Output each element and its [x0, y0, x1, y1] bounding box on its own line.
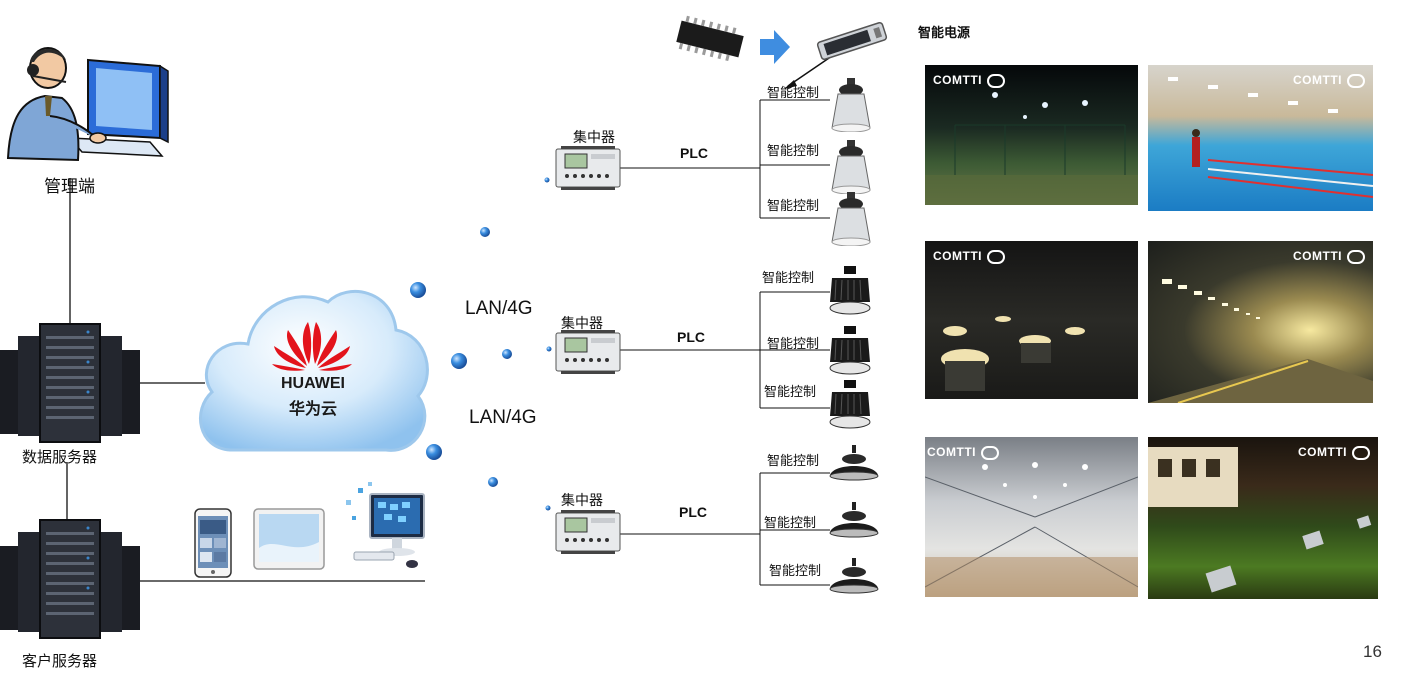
power-arrow-head	[784, 80, 797, 89]
page-number: 16	[1363, 642, 1382, 661]
smart-control-label: 智能控制	[769, 564, 822, 579]
signal-dot	[426, 444, 442, 460]
photo-brand: COMTTI	[1298, 445, 1370, 460]
signal-dot	[480, 227, 490, 237]
finned-lamp-icon	[829, 326, 871, 375]
photo-factory-hall: COMTTI	[925, 437, 1138, 597]
concentrator-device-1	[555, 146, 621, 190]
signal-dot	[410, 282, 426, 298]
concentrator-label: 集中器	[573, 130, 615, 146]
ufo-lamp-icon	[829, 558, 879, 594]
data-server-icon	[0, 323, 140, 443]
admin-operator-icon	[6, 47, 169, 162]
photo-lawn-floodlight: COMTTI	[1148, 437, 1378, 599]
photo-brand: COMTTI	[933, 249, 1005, 264]
network-label-2: LAN/4G	[469, 407, 537, 428]
huawei-cloud-icon	[198, 289, 429, 452]
smart-power-label: 智能电源	[918, 26, 971, 41]
photo-exhibition-hall: COMTTI	[925, 241, 1138, 399]
cloud-brand: HUAWEI	[281, 375, 345, 392]
photo-brand: COMTTI	[1293, 73, 1365, 88]
smart-control-label: 智能控制	[767, 86, 820, 101]
smart-control-label: 智能控制	[767, 454, 820, 469]
power-supply-icon	[816, 21, 888, 61]
concentrator-device-3	[555, 510, 621, 554]
concentrator-label: 集中器	[561, 493, 603, 509]
cloud-name: 华为云	[288, 399, 337, 418]
concentrator-device-2	[555, 330, 621, 374]
photo-brand: COMTTI	[933, 73, 1005, 88]
smart-control-label: 智能控制	[767, 337, 820, 352]
finned-lamp-icon	[829, 266, 871, 315]
tablet-icon[interactable]	[253, 508, 325, 570]
photo-swimming-pool: COMTTI	[1148, 65, 1373, 211]
signal-dot	[488, 477, 498, 487]
admin-label: 管理端	[44, 177, 95, 197]
signal-dot	[545, 505, 551, 511]
client-server-icon	[0, 519, 140, 639]
plc-label-2: PLC	[677, 329, 705, 345]
finned-lamp-icon	[829, 380, 871, 429]
signal-dot	[546, 346, 552, 352]
desktop-computer-icon[interactable]	[340, 480, 430, 575]
high-bay-lamp-icon	[831, 192, 871, 246]
plc-label-1: PLC	[680, 145, 708, 161]
plc-label-3: PLC	[679, 504, 707, 520]
smart-control-label: 智能控制	[767, 199, 820, 214]
high-bay-lamp-icon	[831, 140, 871, 194]
right-arrow-icon	[760, 30, 790, 64]
power-arrow-line	[787, 55, 833, 87]
smart-control-label: 智能控制	[764, 516, 817, 531]
photo-brand: COMTTI	[927, 445, 999, 460]
signal-dot	[451, 353, 467, 369]
network-label-1: LAN/4G	[465, 298, 533, 319]
photo-brand: COMTTI	[1293, 249, 1365, 264]
photo-tunnel: COMTTI	[1148, 241, 1373, 403]
photo-sports-court: COMTTI	[925, 65, 1138, 205]
data-server-label: 数据服务器	[22, 448, 98, 466]
concentrator-label: 集中器	[561, 316, 603, 332]
signal-dot	[502, 349, 512, 359]
chip-icon	[676, 15, 744, 62]
signal-dot	[544, 177, 550, 183]
ufo-lamp-icon	[829, 502, 879, 538]
phone-icon[interactable]	[194, 508, 232, 578]
smart-control-label: 智能控制	[767, 144, 820, 159]
ufo-lamp-icon	[829, 445, 879, 481]
smart-control-label: 智能控制	[764, 385, 817, 400]
client-server-label: 客户服务器	[22, 652, 98, 670]
smart-control-label: 智能控制	[762, 271, 815, 286]
high-bay-lamp-icon	[831, 78, 871, 132]
